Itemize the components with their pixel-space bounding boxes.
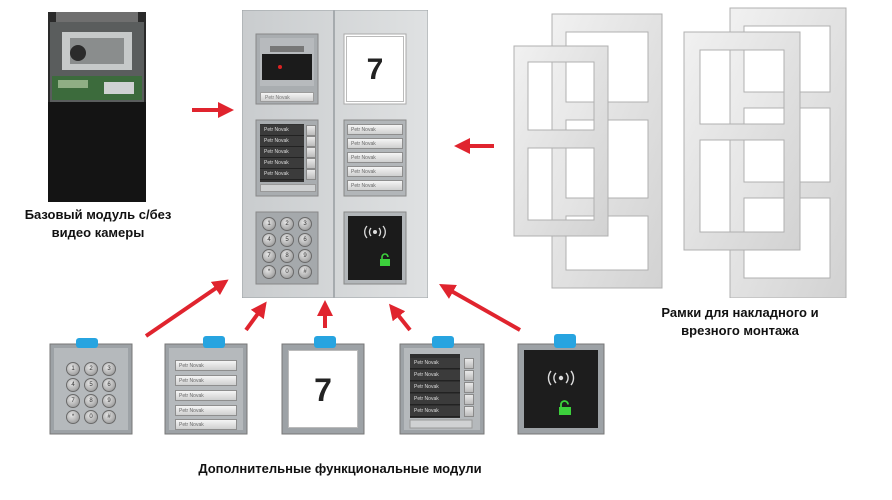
panel-display-side-button — [306, 169, 316, 180]
panel-keypad-key: * — [262, 265, 276, 279]
keypad-key: 1 — [66, 362, 80, 376]
panel-display-entry: Petr Novak — [260, 158, 304, 169]
panel-display-side-button — [306, 136, 316, 147]
mounting-frames-image — [513, 7, 847, 298]
panel-keypad-key: 8 — [280, 249, 294, 263]
panel-nav-buttons — [260, 184, 316, 192]
panel-number-display: 7 — [346, 36, 404, 102]
module-display-side-button — [464, 358, 474, 369]
panel-name-button: Petr Novak — [347, 166, 403, 177]
module-name-button: Petr Novak — [175, 405, 237, 416]
panel-keypad-key: 3 — [298, 217, 312, 231]
module-display-entry: Petr Novak — [410, 382, 460, 393]
keypad-key: 8 — [84, 394, 98, 408]
keypad-key: 6 — [102, 378, 116, 392]
keypad-key: 0 — [84, 410, 98, 424]
panel-display-entry: Petr Novak — [260, 125, 304, 136]
keypad-module: 1 2 3 4 5 6 7 8 9 * 0 # — [48, 338, 134, 436]
panel-name-tag: Petr Novak — [260, 92, 314, 102]
module-display-side-button — [464, 394, 474, 405]
module-name-button: Petr Novak — [175, 360, 237, 371]
panel-keypad-key: # — [298, 265, 312, 279]
arrow-icon — [244, 301, 267, 332]
panel-display-entry: Petr Novak — [260, 169, 304, 180]
panel-name-button: Petr Novak — [347, 138, 403, 149]
module-number-display: 7 — [288, 350, 358, 428]
module-name-button: Petr Novak — [175, 419, 237, 430]
arrow-icon — [439, 284, 521, 332]
lock-icon — [380, 253, 390, 266]
module-display-entry: Petr Novak — [410, 394, 460, 405]
modules-caption: Дополнительные функциональные модули — [198, 461, 482, 476]
lock-icon — [559, 400, 571, 415]
panel-keypad-key: 0 — [280, 265, 294, 279]
panel-display-entry: Petr Novak — [260, 136, 304, 147]
keypad-key: 9 — [102, 394, 116, 408]
keypad-key: * — [66, 410, 80, 424]
arrow-icon — [389, 303, 412, 332]
panel-keypad-key: 5 — [280, 233, 294, 247]
number-module: 7 — [280, 336, 366, 436]
keypad-key: 5 — [84, 378, 98, 392]
panel-display-side-button — [306, 125, 316, 136]
frames-caption: Рамки для накладного и врезного монтажа — [661, 305, 819, 338]
assembled-intercom-panel: Petr Novak 7 Petr Novak Petr Novak Petr … — [242, 10, 428, 298]
panel-name-button: Petr Novak — [347, 180, 403, 191]
panel-name-button: Petr Novak — [347, 124, 403, 135]
base-module-image — [48, 12, 146, 202]
keypad-key: 3 — [102, 362, 116, 376]
base-module-caption: Базовый модуль с/без видео камеры — [24, 207, 172, 240]
panel-keypad-key: 6 — [298, 233, 312, 247]
panel-name-button: Petr Novak — [347, 152, 403, 163]
panel-keypad-key: 9 — [298, 249, 312, 263]
module-name-button: Petr Novak — [175, 375, 237, 386]
module-display-entry: Petr Novak — [410, 406, 460, 417]
panel-display-entry: Petr Novak — [260, 147, 304, 158]
name-buttons-module: Petr Novak Petr Novak Petr Novak Petr No… — [163, 336, 249, 436]
keypad-key: 2 — [84, 362, 98, 376]
keypad-key: 7 — [66, 394, 80, 408]
panel-keypad-key: 4 — [262, 233, 276, 247]
panel-display-side-button — [306, 147, 316, 158]
keypad-key: 4 — [66, 378, 80, 392]
rfid-module — [516, 334, 606, 436]
module-display-side-button — [464, 382, 474, 393]
module-display-side-button — [464, 406, 474, 417]
rfid-icon — [547, 370, 575, 386]
panel-keypad-key: 7 — [262, 249, 276, 263]
panel-keypad-key: 2 — [280, 217, 294, 231]
module-display-entry: Petr Novak — [410, 358, 460, 369]
panel-keypad-key: 1 — [262, 217, 276, 231]
panel-display-side-button — [306, 158, 316, 169]
module-display-side-button — [464, 370, 474, 381]
keypad-key: # — [102, 410, 116, 424]
module-display-entry: Petr Novak — [410, 370, 460, 381]
display-module: Petr Novak Petr Novak Petr Novak Petr No… — [398, 336, 486, 436]
rfid-icon — [364, 225, 386, 239]
module-name-button: Petr Novak — [175, 390, 237, 401]
arrow-icon — [144, 279, 229, 338]
